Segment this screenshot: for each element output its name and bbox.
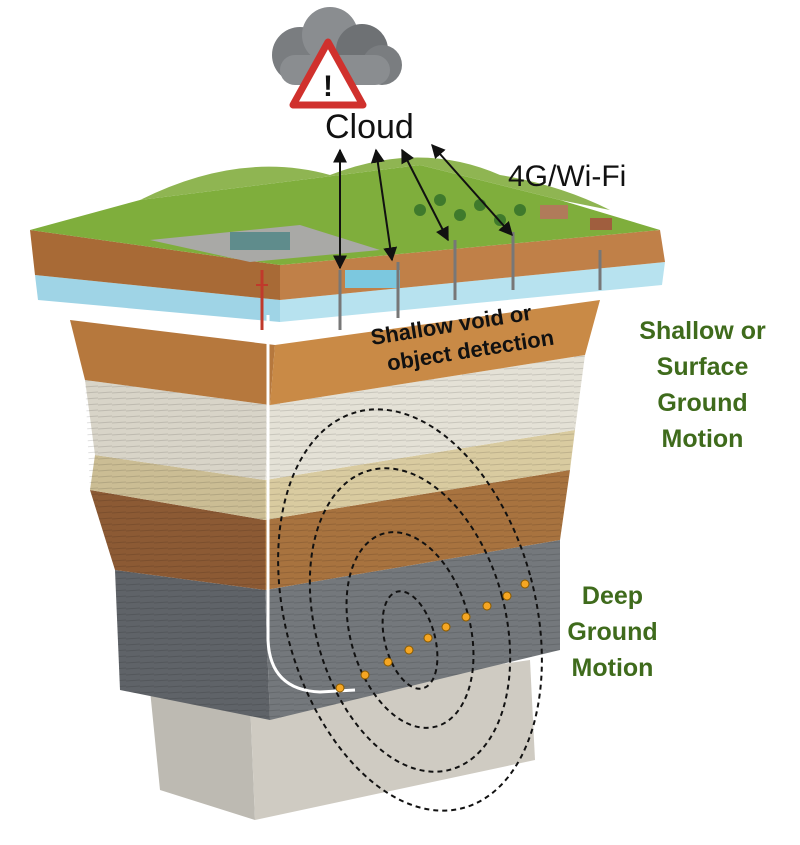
deep-ground-motion-label: Deep Ground Motion <box>555 578 670 686</box>
warning-icon: ! <box>289 38 367 109</box>
shallow-motion-line: Surface <box>656 353 749 381</box>
cloud-label: Cloud <box>325 108 414 146</box>
sensor-poles <box>338 232 602 330</box>
water-layer <box>35 262 665 322</box>
shallow-motion-line: Ground <box>657 389 748 417</box>
shallow-motion-line: Motion <box>661 425 744 453</box>
shallow-ground-motion-label: Shallow or Surface Ground Motion <box>615 313 790 457</box>
cell-tower-icon <box>256 270 268 330</box>
communication-arrows <box>333 143 513 270</box>
deep-motion-line: Deep <box>581 582 644 610</box>
shale-layer <box>115 540 560 720</box>
geophone-sensor-icon <box>335 579 530 693</box>
sediment-layers <box>70 300 600 590</box>
deep-motion-line: Motion <box>571 654 654 682</box>
svg-text:!: ! <box>323 70 333 103</box>
shallow-motion-line: Shallow or <box>639 317 766 345</box>
network-label: 4G/Wi-Fi <box>508 160 627 193</box>
borehole <box>266 315 356 694</box>
deep-motion-line: Ground <box>567 618 658 646</box>
